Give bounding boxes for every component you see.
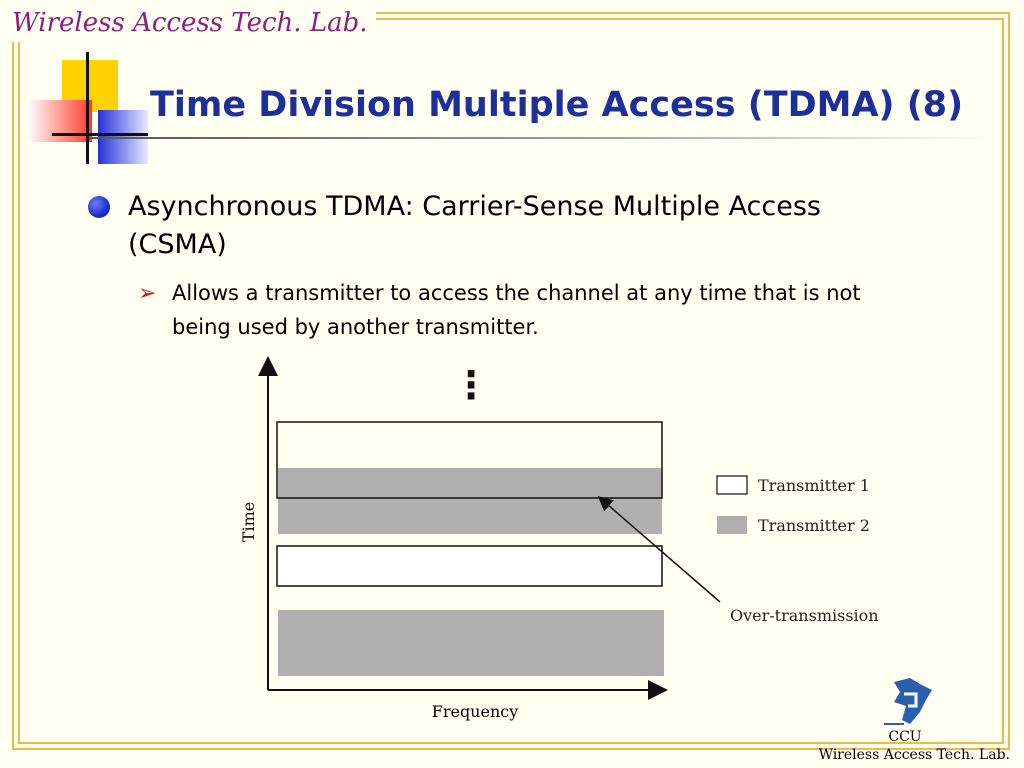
sub-bullet-text: Allows a transmitter to access the chann… (172, 281, 861, 339)
over-transmission-pointer (597, 496, 721, 603)
legend-swatch-transmitter-1 (716, 475, 748, 495)
slot-transmitter-1-upper (276, 421, 663, 499)
footer-lab-name: Wireless Access Tech. Lab. (818, 747, 1010, 763)
slide-frame-outer (12, 12, 1010, 750)
continuation-dots: ⋮ (452, 363, 490, 407)
slide-title: Time Division Multiple Access (TDMA) (8) (150, 85, 964, 125)
csma-diagram: Time Frequency ⋮ Transmitter 1 Transmitt… (239, 356, 879, 721)
header-lab-name: Wireless Access Tech. Lab. (6, 6, 376, 42)
slot-transmitter-1-lower (276, 545, 663, 587)
legend-label-transmitter-1: Transmitter 1 (758, 476, 870, 495)
bullet-text: Asynchronous TDMA: Carrier-Sense Multipl… (128, 191, 821, 260)
title-underline (90, 137, 990, 139)
over-transmission-label: Over-transmission (730, 606, 879, 625)
footer-org: CCU (888, 729, 922, 745)
slot-transmitter-2-lower (278, 610, 664, 676)
arrow-bullet-icon: ➢ (138, 281, 157, 306)
slide-frame-inner (18, 18, 1004, 744)
legend-label-transmitter-2: Transmitter 2 (758, 516, 870, 535)
ccu-logo-icon (884, 678, 932, 725)
circle-bullet-icon (88, 196, 110, 218)
sub-bullet-item: ➢ Allows a transmitter to access the cha… (138, 276, 918, 344)
frequency-axis-label: Frequency (432, 702, 519, 721)
legend-swatch-transmitter-2 (717, 516, 747, 534)
time-axis-label: Time (239, 502, 258, 542)
bullet-item: Asynchronous TDMA: Carrier-Sense Multipl… (88, 188, 908, 264)
